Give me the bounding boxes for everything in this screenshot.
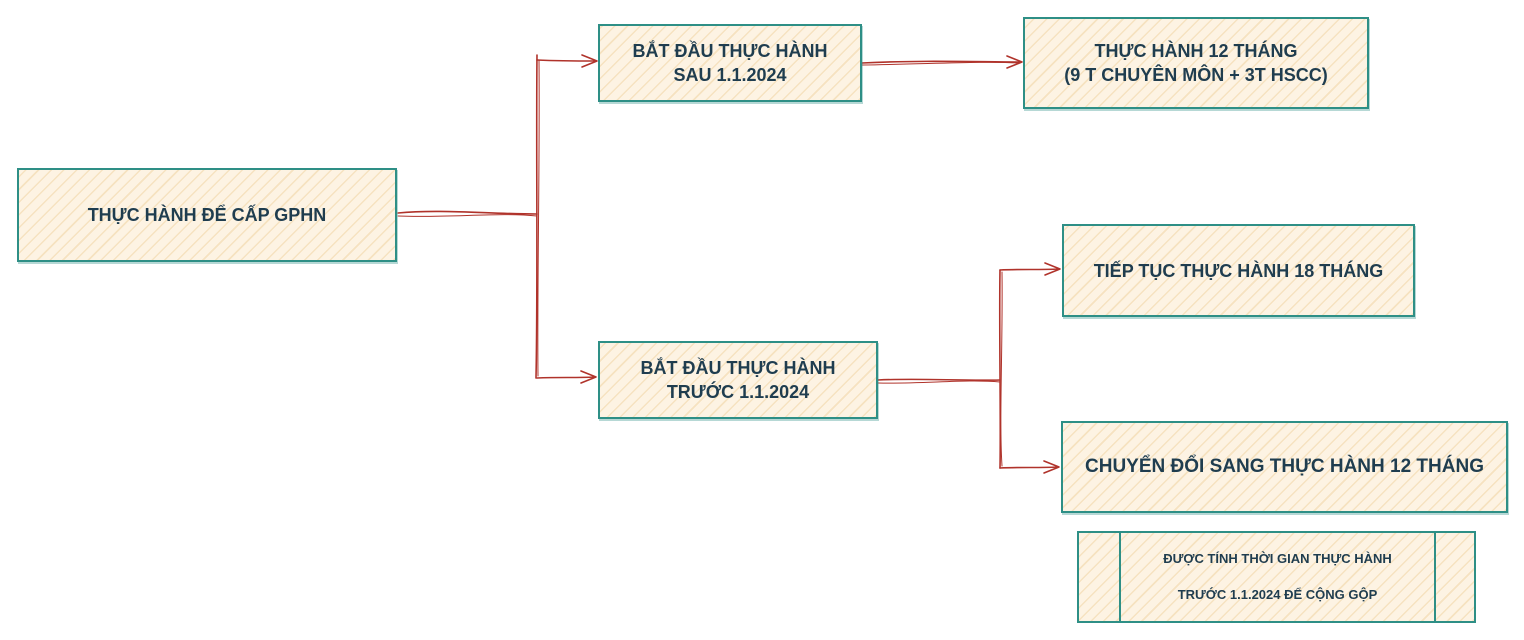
node-practice-12-months: THỰC HÀNH 12 THÁNG (9 T CHUYÊN MÔN + 3T … xyxy=(1023,17,1369,109)
node-after-line-1: BẮT ĐẦU THỰC HÀNH xyxy=(632,41,828,61)
node-convert-to-12-months: CHUYỂN ĐỔI SANG THỰC HÀNH 12 THÁNG xyxy=(1061,421,1508,513)
node-twelve-line-1: THỰC HÀNH 12 THÁNG xyxy=(1094,41,1298,61)
connector-before-trunk xyxy=(877,378,1001,382)
arrowhead-after xyxy=(581,54,598,68)
arrowhead-eighteen xyxy=(1044,262,1061,276)
connector-vertical-trunk-sketch xyxy=(537,59,540,377)
connector-to-convert xyxy=(999,466,1059,469)
arrowhead-before xyxy=(580,370,597,384)
node-eighteen-line-1: TIẾP TỤC THỰC HÀNH 18 THÁNG xyxy=(1093,260,1384,281)
node-convert-line-1: CHUYỂN ĐỔI SANG THỰC HÀNH 12 THÁNG xyxy=(1085,456,1484,477)
note-line-1: ĐƯỢC TÍNH THỜI GIAN THỰC HÀNH xyxy=(1163,551,1392,566)
note-time-counted: ĐƯỢC TÍNH THỜI GIAN THỰC HÀNH TRƯỚC 1.1.… xyxy=(1077,531,1476,623)
node-root-practice-for-license: THỰC HÀNH ĐỂ CẤP GPHN xyxy=(17,168,397,262)
connector-vertical-trunk xyxy=(535,54,538,379)
node-before-line-2: TRƯỚC 1.1.2024 xyxy=(666,382,810,402)
connector-after-to-twelve-sketch xyxy=(861,61,1020,66)
connector-after-to-twelve xyxy=(861,60,1022,64)
connector-to-before xyxy=(536,376,596,379)
node-before-line-1: BẮT ĐẦU THỰC HÀNH xyxy=(640,358,836,378)
connector-before-trunk-sketch xyxy=(877,380,1001,384)
connector-vertical-branch xyxy=(998,269,1002,469)
connector-to-eighteen xyxy=(999,268,1060,271)
node-root-line-1: THỰC HÀNH ĐỂ CẤP GPHN xyxy=(87,205,327,225)
note-line-2: TRƯỚC 1.1.2024 ĐỂ CỘNG GỘP xyxy=(1177,587,1378,602)
connector-to-after xyxy=(536,59,597,62)
connector-root-trunk xyxy=(397,210,538,215)
node-start-after-2024: BẮT ĐẦU THỰC HÀNH SAU 1.1.2024 xyxy=(598,24,862,102)
node-after-line-2: SAU 1.1.2024 xyxy=(673,65,787,85)
node-continue-18-months: TIẾP TỤC THỰC HÀNH 18 THÁNG xyxy=(1062,224,1415,317)
node-twelve-line-2: (9 T CHUYÊN MÔN + 3T HSCC) xyxy=(1064,65,1328,85)
arrowhead-twelve xyxy=(1006,55,1023,69)
note-text: ĐƯỢC TÍNH THỜI GIAN THỰC HÀNH TRƯỚC 1.1.… xyxy=(1121,533,1434,621)
node-start-before-2024: BẮT ĐẦU THỰC HÀNH TRƯỚC 1.1.2024 xyxy=(598,341,878,419)
arrowhead-convert xyxy=(1043,460,1060,474)
connector-vertical-branch-sketch xyxy=(1000,271,1003,467)
connector-root-trunk-sketch xyxy=(397,214,538,217)
note-right-bar xyxy=(1434,531,1436,623)
note-left-bar xyxy=(1119,531,1121,623)
